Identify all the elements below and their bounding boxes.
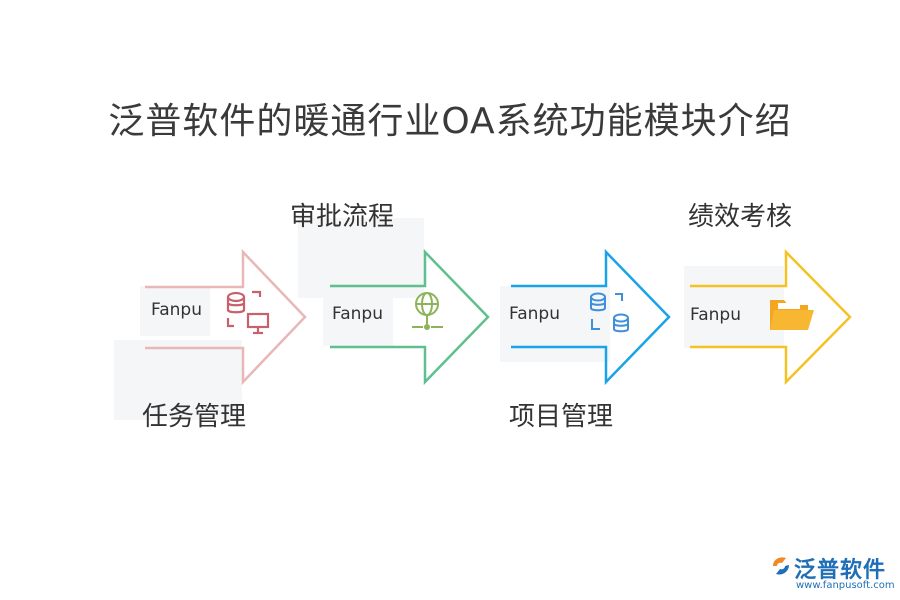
logo-url: www.fanpusoft.com bbox=[796, 580, 895, 591]
step-3-arrow bbox=[511, 248, 671, 386]
step-3-text: Fanpu bbox=[509, 304, 560, 324]
step-2-text: Fanpu bbox=[332, 304, 383, 324]
database-monitor-icon bbox=[226, 290, 270, 335]
step-1-text-background bbox=[140, 286, 210, 336]
step-3-label: 项目管理 bbox=[509, 402, 614, 432]
step-1-arrow bbox=[145, 248, 307, 386]
step-2-text-background bbox=[323, 296, 393, 346]
step-4-label: 绩效考核 bbox=[688, 202, 793, 232]
step-2-background bbox=[298, 218, 424, 298]
step-1-background bbox=[114, 340, 242, 420]
step-2-arrow bbox=[330, 248, 490, 386]
step-4-background bbox=[684, 266, 784, 348]
database-sync-icon bbox=[590, 292, 629, 333]
logo-icon bbox=[773, 557, 789, 575]
step-4-arrow bbox=[690, 248, 852, 386]
diagram-title: 泛普软件的暖通行业OA系统功能模块介绍 bbox=[108, 101, 792, 142]
folder-icon bbox=[770, 300, 814, 330]
step-2-label: 审批流程 bbox=[290, 202, 395, 232]
network-globe-icon bbox=[412, 292, 443, 330]
step-1-label: 任务管理 bbox=[142, 402, 247, 432]
fanpu-logo: 泛普软件 www.fanpusoft.com bbox=[770, 552, 896, 596]
step-1-text: Fanpu bbox=[151, 300, 202, 320]
step-4-text: Fanpu bbox=[690, 305, 741, 325]
logo-name: 泛普软件 bbox=[794, 558, 887, 583]
